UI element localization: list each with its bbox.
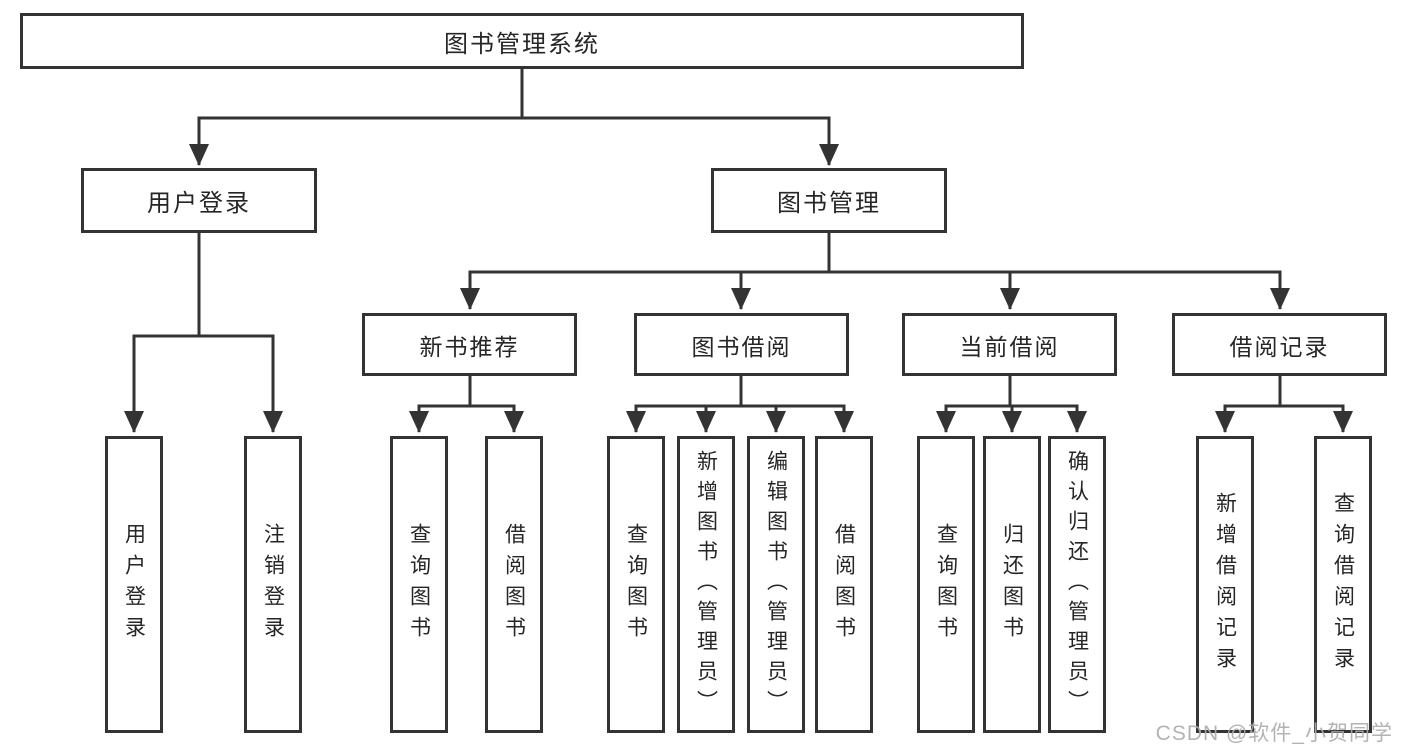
- leaf-label: 查询图书: [407, 522, 431, 647]
- leaf-label: 归还图书: [1000, 522, 1024, 647]
- leaf-label: 确认归还（管理员）: [1065, 449, 1089, 720]
- leaf-records-add-record: 新增借阅记录: [1196, 436, 1254, 733]
- leaf-user-login: 用户登录: [105, 436, 163, 733]
- user-login-branch-connector: [124, 233, 283, 433]
- leaf-current-return-book: 归还图书: [983, 436, 1041, 733]
- borrow-records-branch-connector: [1215, 376, 1353, 433]
- current-borrow-branch-connector: [936, 376, 1087, 433]
- node-borrow-records: 借阅记录: [1172, 313, 1387, 376]
- node-user-login: 用户登录: [81, 168, 317, 233]
- node-root-library-system: 图书管理系统: [20, 13, 1024, 69]
- leaf-label: 查询借阅记录: [1331, 491, 1355, 678]
- new-book-recommend-branch-connector: [409, 376, 524, 433]
- leaf-current-confirm-return-admin: 确认归还（管理员）: [1048, 436, 1106, 733]
- node-new-book-recommend: 新书推荐: [362, 313, 577, 376]
- node-book-borrow: 图书借阅: [634, 313, 849, 376]
- node-label: 图书管理: [777, 190, 881, 217]
- leaf-label: 新增图书（管理员）: [694, 449, 718, 720]
- node-label: 图书借阅: [691, 333, 792, 360]
- node-label: 图书管理系统: [444, 30, 600, 58]
- leaf-label: 借阅图书: [502, 522, 526, 647]
- leaf-borrow-query-book: 查询图书: [607, 436, 665, 733]
- leaf-records-query-record: 查询借阅记录: [1314, 436, 1372, 733]
- root-to-level2-connector: [189, 69, 839, 166]
- leaf-borrow-borrow-book: 借阅图书: [815, 436, 873, 733]
- leaf-label: 借阅图书: [832, 522, 856, 647]
- leaf-label: 查询图书: [934, 522, 958, 647]
- leaf-label: 用户登录: [122, 522, 146, 647]
- node-label: 用户登录: [147, 190, 251, 217]
- leaf-recommend-query-book: 查询图书: [390, 436, 448, 733]
- leaf-current-query-book: 查询图书: [917, 436, 975, 733]
- leaf-label: 注销登录: [261, 522, 285, 647]
- node-label: 新书推荐: [419, 333, 520, 360]
- node-book-management: 图书管理: [711, 168, 947, 233]
- book-management-branch-connector: [460, 233, 1290, 310]
- leaf-label: 编辑图书（管理员）: [764, 449, 788, 720]
- leaf-recommend-borrow-book: 借阅图书: [485, 436, 543, 733]
- leaf-label: 新增借阅记录: [1213, 491, 1237, 678]
- node-label: 借阅记录: [1229, 333, 1330, 360]
- leaf-logout: 注销登录: [244, 436, 302, 733]
- leaf-borrow-edit-book-admin: 编辑图书（管理员）: [747, 436, 805, 733]
- node-label: 当前借阅: [959, 333, 1060, 360]
- node-current-borrow: 当前借阅: [902, 313, 1117, 376]
- leaf-label: 查询图书: [624, 522, 648, 647]
- book-borrow-branch-connector: [626, 376, 854, 433]
- leaf-borrow-add-book-admin: 新增图书（管理员）: [677, 436, 735, 733]
